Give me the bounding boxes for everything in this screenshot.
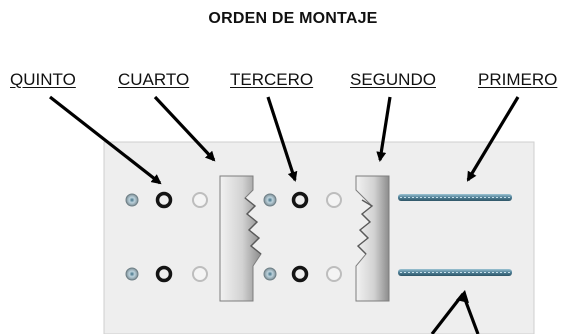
label-primero: PRIMERO xyxy=(478,70,558,89)
arrow-segundo xyxy=(376,96,392,162)
parts-row-bottom xyxy=(125,265,342,283)
label-segundo: SEGUNDO xyxy=(350,70,436,89)
threaded-rods xyxy=(398,194,512,276)
jaw-cuarto xyxy=(219,175,262,302)
arrow-rod-left xyxy=(430,293,465,334)
jaw-segundo xyxy=(355,175,390,302)
rod-top xyxy=(398,194,512,201)
arrow-tercero xyxy=(266,96,298,182)
arrow-cuarto xyxy=(153,95,216,162)
pointer-arrows xyxy=(49,95,520,334)
diagram-title: ORDEN DE MONTAJE xyxy=(208,10,378,27)
parts-row-top xyxy=(125,191,342,209)
mounting-board xyxy=(103,141,535,334)
label-cuarto: CUARTO xyxy=(118,70,190,89)
rod-bottom xyxy=(398,269,512,276)
arrow-primero xyxy=(466,96,520,182)
arrow-quinto xyxy=(49,95,162,185)
label-quinto: QUINTO xyxy=(10,70,76,89)
label-tercero: TERCERO xyxy=(230,70,314,89)
